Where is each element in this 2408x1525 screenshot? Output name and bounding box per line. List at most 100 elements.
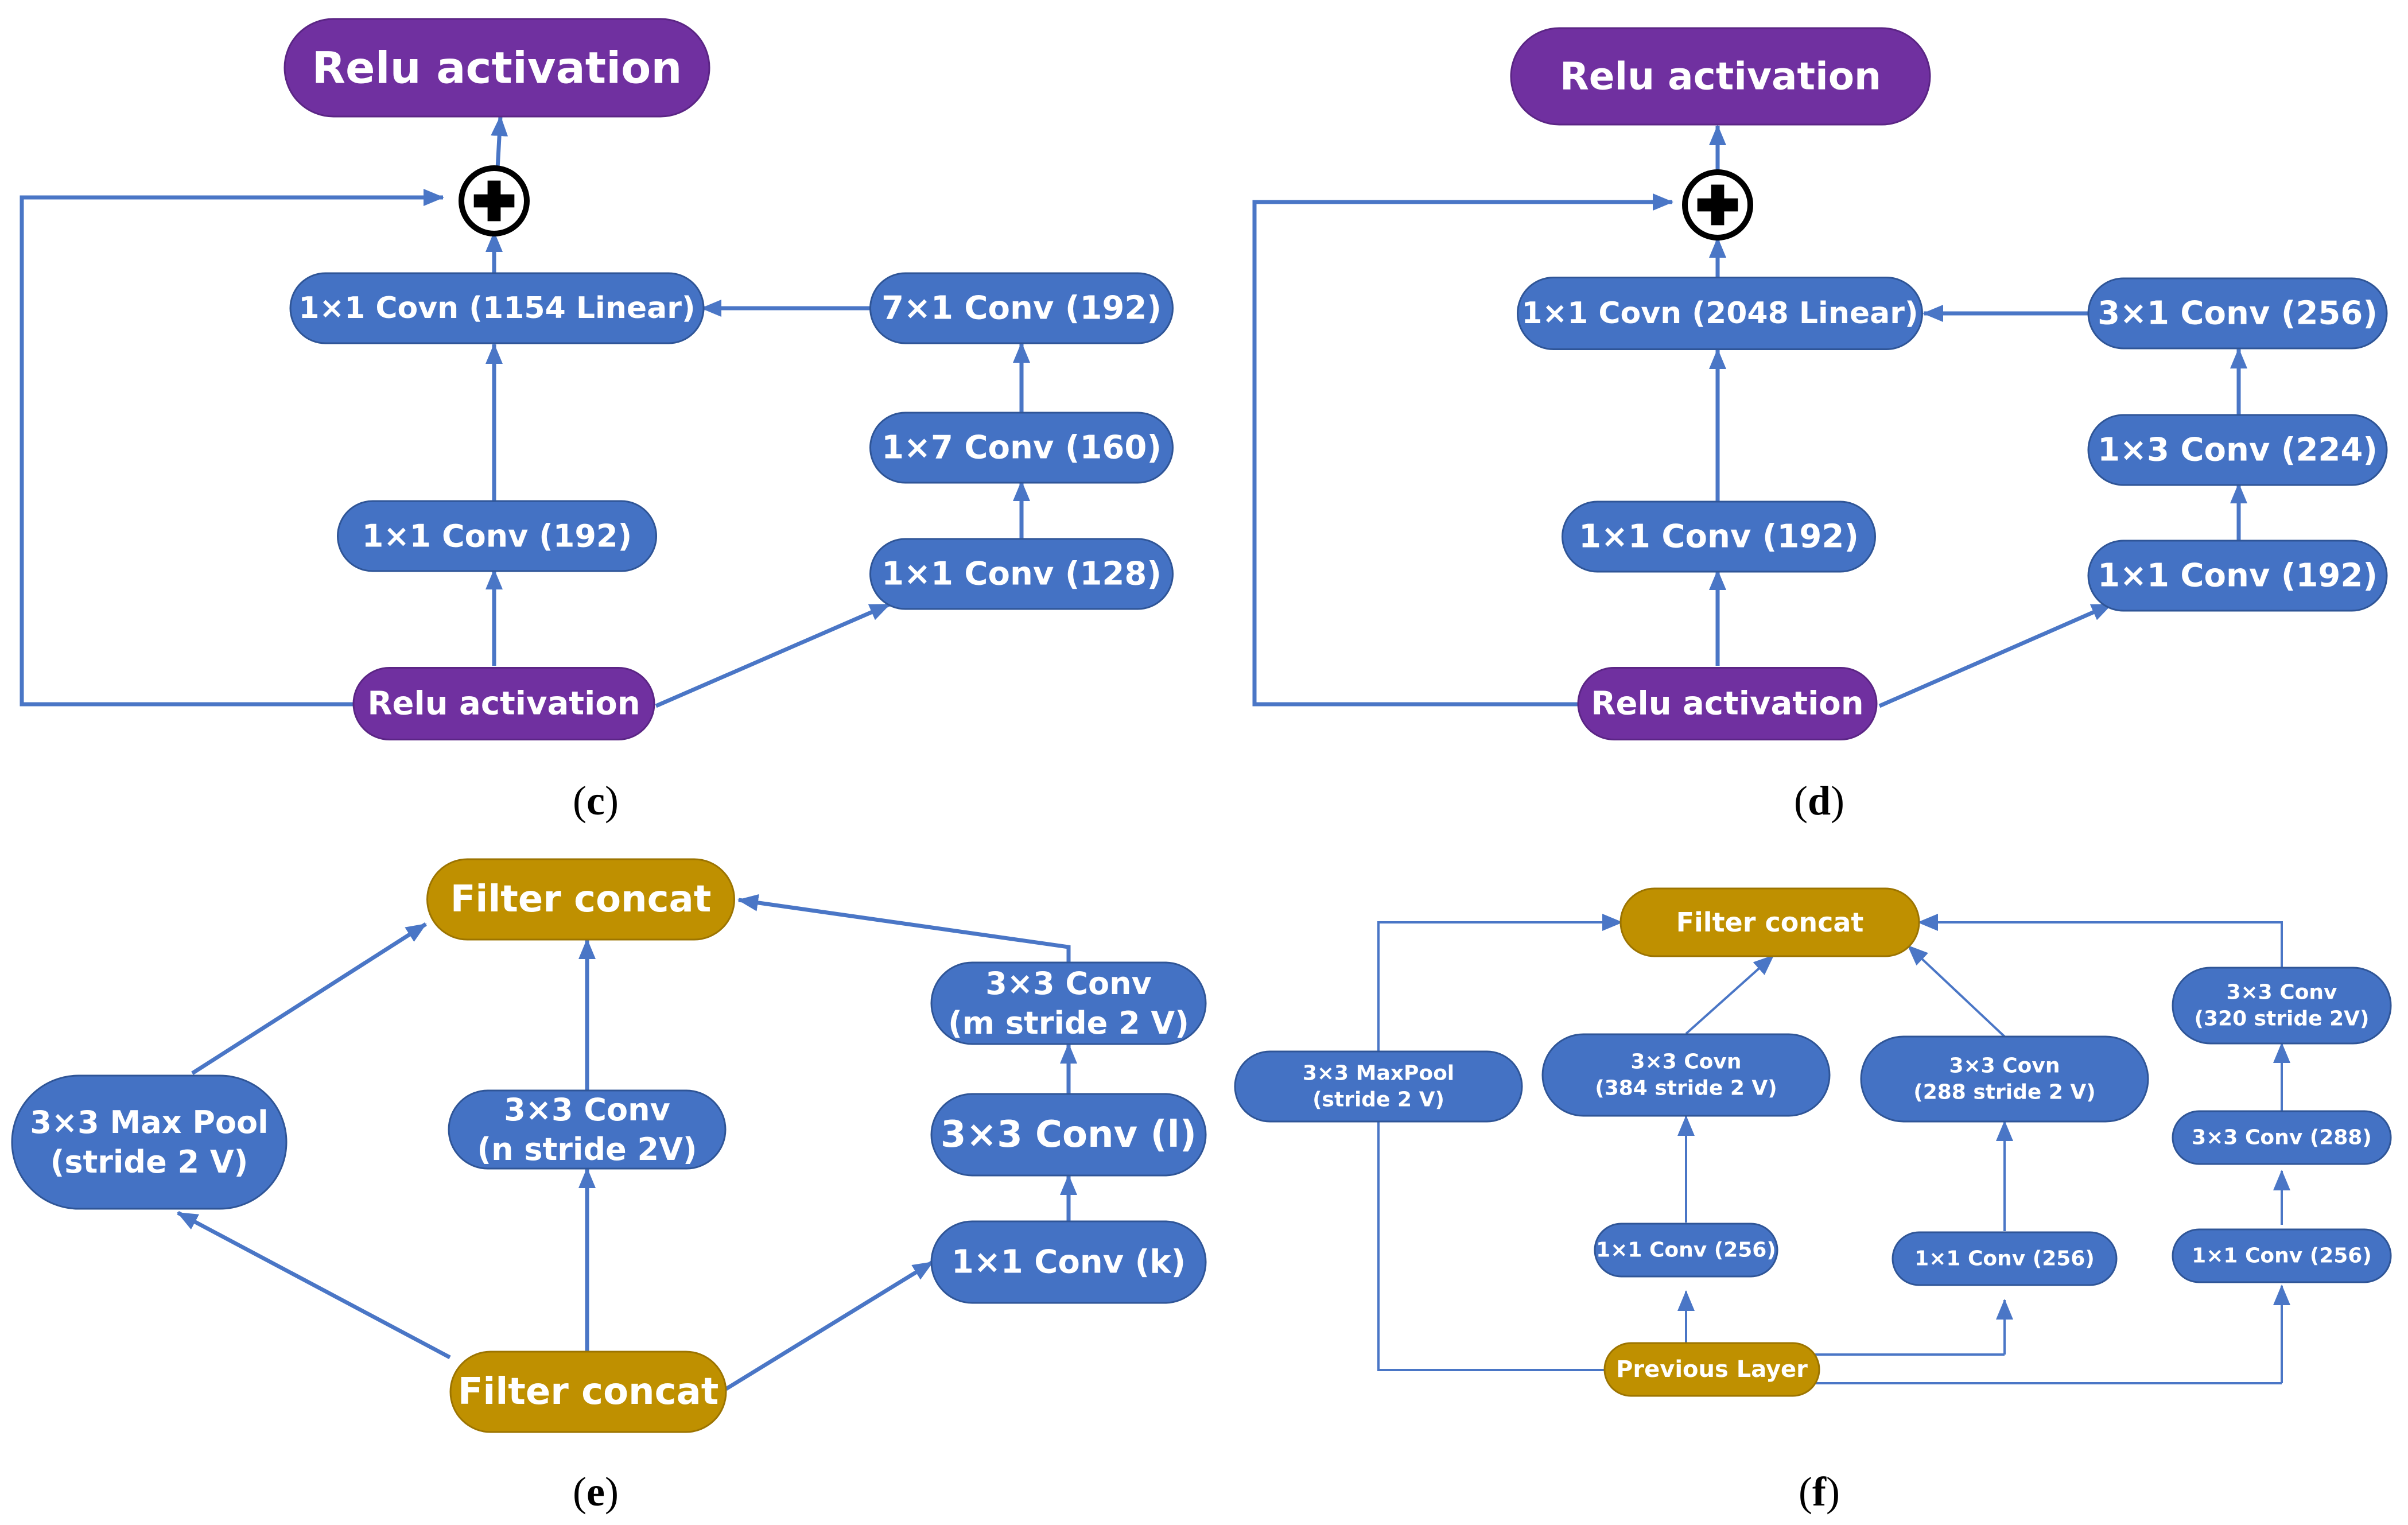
f-maxpool-shape — [1234, 1050, 1523, 1123]
f-filter-concat-shape — [1619, 887, 1920, 957]
d-right-conv-3-shape — [2087, 277, 2388, 350]
caption-layer: (c)(d)(e)(f) — [573, 778, 1844, 1515]
d-left-conv-label: 1×1 Conv (192) — [1579, 518, 1859, 556]
d-right-conv-1-label: 1×1 Conv (192) — [2098, 557, 2378, 595]
f-b3-top-conv-label-line-2: (320 stride 2V) — [2195, 1007, 2370, 1031]
e-maxpool-shape — [11, 1074, 288, 1210]
f-b2-top-conv-label-line-1: 3×3 Covn — [1949, 1054, 2060, 1077]
f-b2-bottom-conv-shape — [1892, 1231, 2118, 1286]
c-arrow-sum-to-relu-top — [491, 115, 508, 169]
e-arrow-concat-to-maxpool — [177, 1210, 451, 1360]
c-linear-conv-label: 1×1 Covn (1154 Linear) — [298, 291, 695, 325]
c-relu-activation-bottom-label: Relu activation — [367, 685, 640, 723]
e-arrow-concat-to-right-1 — [725, 1260, 934, 1391]
d-right-conv-3: 3×1 Conv (256) — [2087, 277, 2388, 350]
f-b3-bottom-conv-shape — [2172, 1228, 2392, 1283]
f-b1-top-conv-label-line-1: 3×3 Covn — [1630, 1050, 1741, 1073]
f-line-prev-to-maxpool — [1377, 1122, 1604, 1371]
c-sum-icon — [459, 165, 530, 236]
e-right-conv-3-label-line-1: 3×3 Conv — [985, 965, 1152, 1002]
f-filter-concat: Filter concat — [1619, 887, 1920, 957]
f-b3-top-conv-label-line-1: 3×3 Conv — [2226, 980, 2337, 1004]
e-arrow-maxpool-to-concat — [191, 922, 427, 1075]
f-b3-mid-conv-shape — [2172, 1110, 2392, 1165]
d-right-conv-1-shape — [2087, 540, 2388, 612]
c-arrow-skip-to-sum — [20, 189, 444, 707]
e-right-conv-2: 3×3 Conv (l) — [930, 1093, 1207, 1177]
caption-e: (e) — [573, 1469, 619, 1515]
d-left-conv-shape — [1562, 500, 1876, 573]
d-relu-activation-bottom: Relu activation — [1577, 667, 1878, 740]
caption-c-letter: c — [587, 778, 605, 824]
c-right-conv-2-shape — [869, 412, 1174, 484]
e-mid-conv-label-line-2: (n stride 2V) — [477, 1131, 697, 1167]
d-relu-activation-top: Relu activation — [1510, 27, 1931, 126]
f-arrow-maxpool-to-concat — [1377, 914, 1623, 1051]
e-mid-conv-shape — [448, 1089, 727, 1170]
e-mid-conv: 3×3 Conv(n stride 2V) — [448, 1089, 727, 1170]
f-b1-top-conv-label-line-2: (384 stride 2 V) — [1595, 1077, 1777, 1100]
e-arrow-right-3-to-concat — [737, 894, 1071, 963]
e-right-conv-2-shape — [930, 1093, 1207, 1177]
e-filter-concat-top-label: Filter concat — [450, 878, 712, 921]
d-arrow-relu-to-right-1 — [1878, 602, 2112, 708]
f-b2-bottom-conv-label: 1×1 Conv (256) — [1914, 1247, 2095, 1271]
node-layer: Relu activation 1×1 Covn (1154 Linear) 1×1… — [11, 18, 2392, 1433]
e-mid-conv-label-line-1: 3×3 Conv — [504, 1092, 670, 1128]
e-maxpool-label-line-1: 3×3 Max Pool — [30, 1104, 268, 1140]
c-linear-conv-shape — [289, 272, 705, 344]
d-linear-conv-shape — [1517, 277, 1923, 350]
c-left-conv-shape — [337, 500, 657, 572]
caption-f-letter: f — [1812, 1469, 1827, 1515]
f-filter-concat-label: Filter concat — [1676, 907, 1864, 938]
d-linear-conv: 1×1 Covn (2048 Linear) — [1517, 277, 1923, 350]
f-b1-top-conv-shape — [1541, 1033, 1831, 1117]
e-right-conv-1-label: 1×1 Conv (k) — [951, 1244, 1186, 1281]
e-maxpool-label-line-2: (stride 2 V) — [51, 1144, 248, 1180]
d-arrow-skip-to-sum — [1252, 193, 1673, 707]
f-b2-top-conv: 3×3 Covn (288 stride 2 V) — [1860, 1035, 2149, 1123]
f-b3-bottom-conv-label: 1×1 Conv (256) — [2192, 1244, 2372, 1268]
c-right-conv-3-shape — [869, 272, 1174, 344]
c-arrow-relu-to-right-1 — [655, 602, 891, 708]
c-right-conv-3-label: 7×1 Conv (192) — [881, 290, 1162, 327]
c-left-conv-label: 1×1 Conv (192) — [362, 518, 632, 554]
f-previous-layer-label: Previous Layer — [1616, 1356, 1808, 1383]
e-right-conv-3-shape — [930, 961, 1207, 1045]
f-b2-bottom-conv: 1×1 Conv (256) — [1892, 1231, 2118, 1286]
e-filter-concat-bottom-shape — [449, 1351, 727, 1433]
c-right-conv-1-label: 1×1 Conv (128) — [881, 556, 1162, 593]
connector-layer — [20, 115, 2290, 1391]
d-relu-activation-top-label: Relu activation — [1560, 55, 1881, 99]
f-b3-bottom-conv: 1×1 Conv (256) — [2172, 1228, 2392, 1283]
f-b1-top-conv: 3×3 Covn (384 stride 2 V) — [1541, 1033, 1831, 1117]
e-maxpool: 3×3 Max Pool (stride 2 V) — [11, 1074, 288, 1210]
d-relu-activation-bottom-label: Relu activation — [1591, 685, 1863, 723]
c-right-conv-1: 1×1 Conv (128) — [869, 538, 1174, 610]
d-linear-conv-label: 1×1 Covn (2048 Linear) — [1521, 296, 1918, 331]
d-right-conv-3-label: 3×1 Conv (256) — [2098, 295, 2378, 332]
e-filter-concat-top: Filter concat — [426, 858, 735, 941]
f-b2-top-conv-label-line-2: (288 stride 2 V) — [1913, 1081, 2095, 1104]
d-right-conv-2: 1×3 Conv (224) — [2087, 414, 2388, 486]
c-right-conv-1-shape — [869, 538, 1174, 610]
d-right-conv-2-label: 1×3 Conv (224) — [2098, 432, 2378, 469]
f-previous-layer-shape — [1603, 1342, 1820, 1397]
f-b1-bottom-conv: 1×1 Conv (256) — [1594, 1223, 1778, 1278]
f-b1-bottom-conv-label: 1×1 Conv (256) — [1596, 1239, 1776, 1262]
c-left-conv: 1×1 Conv (192) — [337, 500, 657, 572]
caption-e-letter: e — [587, 1469, 605, 1515]
d-right-conv-2-shape — [2087, 414, 2388, 486]
c-linear-conv: 1×1 Covn (1154 Linear) — [289, 272, 705, 344]
f-b3-top-conv-shape — [2172, 967, 2392, 1045]
c-relu-activation-top-label: Relu activation — [312, 42, 682, 94]
caption-c: (c) — [573, 778, 619, 824]
f-arrow-b3-top-to-concat — [1917, 914, 2283, 968]
e-right-conv-2-label: 3×3 Conv (l) — [941, 1113, 1197, 1156]
e-filter-concat-bottom: Filter concat — [449, 1351, 727, 1433]
f-maxpool-label-line-1: 3×3 MaxPool — [1303, 1061, 1454, 1085]
c-relu-activation-top: Relu activation — [283, 18, 710, 118]
e-filter-concat-bottom-label: Filter concat — [458, 1371, 719, 1413]
f-maxpool: 3×3 MaxPool(stride 2 V) — [1234, 1050, 1523, 1123]
